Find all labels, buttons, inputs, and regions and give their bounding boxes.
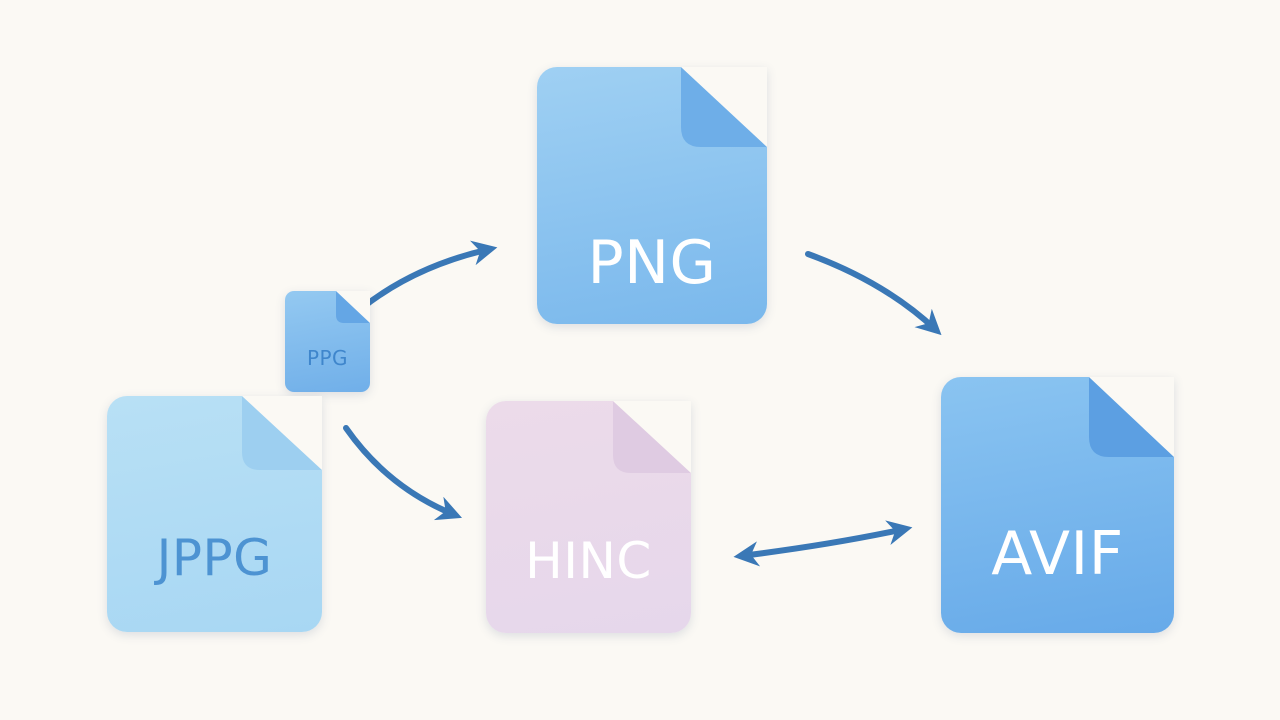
arrow-png-to-avif <box>805 251 942 336</box>
file-icon <box>613 401 691 473</box>
file-icon <box>336 291 370 323</box>
avif-label: AVIF <box>991 519 1124 589</box>
hinc-label: HINC <box>525 532 652 590</box>
arrow-ppg-to-png <box>359 240 498 311</box>
hinc-file-node: HINC <box>486 401 691 633</box>
ppg-file-node: PPG <box>285 291 370 392</box>
arrow-hinc-avif-bidirectional <box>733 520 913 567</box>
png-file-node: PNG <box>537 67 767 324</box>
file-icon <box>1089 377 1174 457</box>
png-label: PNG <box>587 228 717 298</box>
file-icon <box>242 396 322 470</box>
ppg-label: PPG <box>306 346 349 370</box>
jppg-file-node: JPPG <box>107 396 322 632</box>
file-icon <box>681 67 767 147</box>
avif-file-node: AVIF <box>941 377 1174 633</box>
jppg-label: JPPG <box>156 529 273 587</box>
arrow-ppg-to-hinc <box>343 425 463 521</box>
